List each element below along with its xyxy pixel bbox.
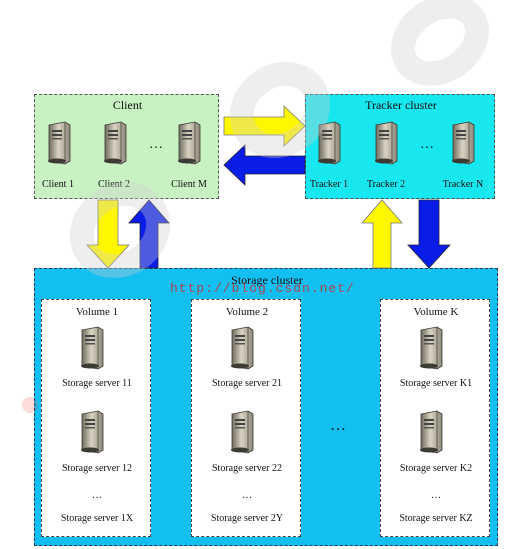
tracker-1-label: Tracker 1 [309, 179, 349, 190]
tracker-1-server-icon [315, 121, 341, 165]
volume-1-title: Volume 1 [75, 306, 119, 318]
volume-k-ellipsis: … [431, 490, 441, 501]
storage-server-21-label: Storage server 21 [212, 378, 282, 389]
client-ellipsis: … [149, 137, 164, 152]
client-cluster: Client Client 1 Client 2 … [34, 94, 219, 199]
client-cluster-title: Client [112, 98, 143, 112]
volume-2: Volume 2 Storage server 21 Storage serve… [191, 299, 301, 537]
storage-server-12-label: Storage server 12 [62, 463, 132, 474]
storage-server-kz-label: Storage server KZ [399, 513, 473, 524]
tracker-cluster: Tracker cluster Tracker 1 Tracker 2 … [305, 94, 495, 199]
client-2-server-icon [101, 121, 127, 165]
client-to-storage-arrow [86, 199, 130, 269]
storage-server-22-icon [228, 410, 254, 454]
watermark-url: http://blog.csdn.net/ [170, 281, 355, 296]
storage-server-11-icon [78, 326, 104, 370]
tracker-to-client-arrow [223, 144, 306, 186]
storage-server-k1-icon [417, 326, 443, 370]
tracker-n-server-icon [449, 121, 475, 165]
storage-server-2y-label: Storage server 2Y [210, 513, 284, 524]
tracker-2-server-icon [372, 121, 398, 165]
client-m-label: Client M [171, 179, 207, 190]
volume-2-ellipsis: … [242, 490, 252, 501]
storage-server-11-label: Storage server 11 [62, 378, 132, 389]
client-1-label: Client 1 [42, 179, 74, 190]
storage-server-21-icon [228, 326, 254, 370]
client-1-server-icon [45, 121, 71, 165]
client-2-label: Client 2 [98, 179, 130, 190]
storage-cluster: Storage cluster http://blog.csdn.net/ Vo… [34, 268, 498, 546]
storage-server-k1-label: Storage server K1 [399, 378, 473, 389]
client-m-server-icon [175, 121, 201, 165]
volume-2-title: Volume 2 [225, 306, 269, 318]
storage-server-1x-label: Storage server 1X [60, 513, 134, 524]
storage-to-tracker-arrow [361, 199, 403, 269]
storage-server-k2-icon [417, 410, 443, 454]
tracker-ellipsis: … [420, 137, 435, 152]
storage-server-12-icon [78, 410, 104, 454]
tracker-cluster-title: Tracker cluster [365, 98, 437, 112]
volume-1: Volume 1 Storage server 11 Storage serve… [41, 299, 151, 537]
client-to-tracker-arrow [223, 105, 306, 147]
storage-server-k2-label: Storage server K2 [399, 463, 473, 474]
volume-1-ellipsis: … [92, 490, 102, 501]
volume-k: Volume K Storage server K1 Storage serve… [380, 299, 490, 537]
tracker-n-label: Tracker N [442, 179, 484, 190]
tracker-2-label: Tracker 2 [366, 179, 406, 190]
volumes-ellipsis: … [330, 417, 347, 434]
storage-to-client-arrow [128, 199, 170, 269]
storage-server-22-label: Storage server 22 [212, 463, 282, 474]
tracker-to-storage-arrow [407, 199, 451, 269]
storage-cluster-title: Storage cluster [231, 273, 303, 287]
volume-k-title: Volume K [413, 306, 459, 318]
